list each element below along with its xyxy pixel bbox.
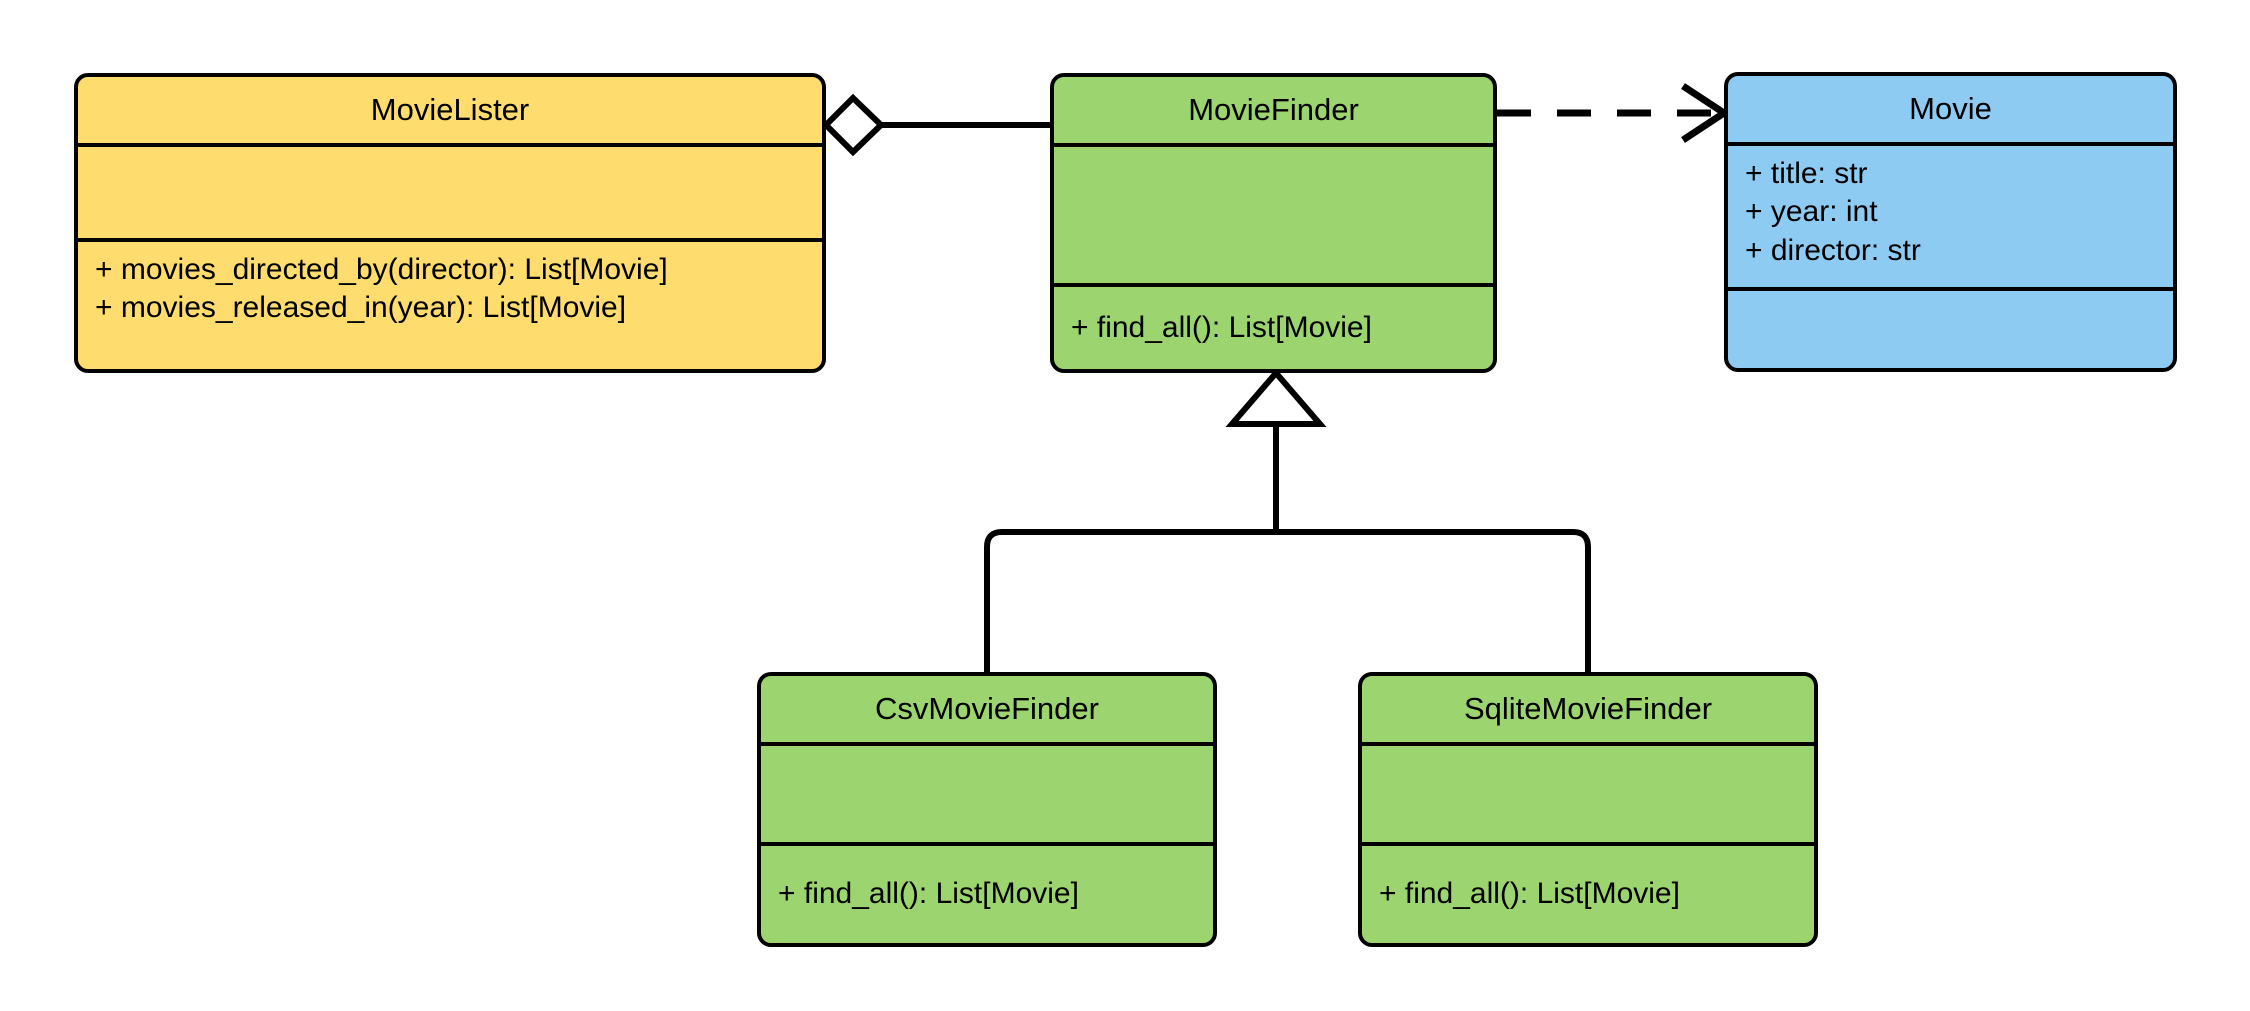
connector-aggregation-lister-finder[interactable] <box>821 93 1050 157</box>
class-attribute: + year: int <box>1745 195 1878 229</box>
class-methods-compartment <box>1728 291 2173 368</box>
class-attributes-compartment <box>78 147 822 242</box>
generalization-branch-sqlite <box>1276 529 1591 672</box>
open-arrowhead-icon <box>1681 83 1731 143</box>
class-name-label: CsvMovieFinder <box>875 690 1099 726</box>
class-method: + find_all(): List[Movie] <box>1379 877 1680 911</box>
class-name-label: Movie <box>1909 90 1992 126</box>
class-methods-compartment: + find_all(): List[Movie] <box>1362 846 1814 943</box>
class-name-compartment: SqliteMovieFinder <box>1362 676 1814 746</box>
connector-dependency-finder-movie[interactable] <box>1497 83 1731 143</box>
class-method: + find_all(): List[Movie] <box>1071 310 1372 344</box>
class-methods-compartment: + find_all(): List[Movie] <box>761 846 1213 943</box>
class-name-label: SqliteMovieFinder <box>1463 690 1713 726</box>
connector-generalization-tree[interactable] <box>984 368 1591 672</box>
class-attributes-compartment <box>1362 746 1814 846</box>
hollow-diamond-icon <box>821 93 886 157</box>
class-box-movie-lister[interactable]: MovieLister + movies_directed_by(directo… <box>74 73 826 373</box>
class-method: + movies_directed_by(director): List[Mov… <box>95 253 668 286</box>
class-name-compartment: CsvMovieFinder <box>761 676 1213 746</box>
class-method: + find_all(): List[Movie] <box>778 877 1079 911</box>
class-attributes-compartment <box>1054 147 1493 287</box>
class-box-movie-finder[interactable]: MovieFinder + find_all(): List[Movie] <box>1050 73 1497 373</box>
class-name-compartment: MovieLister <box>78 77 822 147</box>
class-name-compartment: Movie <box>1728 76 2173 146</box>
hollow-triangle-icon <box>1225 368 1327 427</box>
class-attribute: + title: str <box>1745 157 1868 190</box>
class-box-csv-movie-finder[interactable]: CsvMovieFinder + find_all(): List[Movie] <box>757 672 1217 947</box>
generalization-branch-csv <box>984 529 1276 672</box>
class-name-label: MovieLister <box>370 91 530 127</box>
class-box-sqlite-movie-finder[interactable]: SqliteMovieFinder + find_all(): List[Mov… <box>1358 672 1818 947</box>
class-methods-compartment: + find_all(): List[Movie] <box>1054 287 1493 369</box>
class-box-movie[interactable]: Movie + title: str + year: int + directo… <box>1724 72 2177 372</box>
class-name-label: MovieFinder <box>1188 91 1359 127</box>
class-method: + movies_released_in(year): List[Movie] <box>95 291 627 325</box>
class-attributes-compartment: + title: str + year: int + director: str <box>1728 146 2173 291</box>
class-attribute: + director: str <box>1745 233 1921 267</box>
class-attributes-compartment <box>761 746 1213 846</box>
class-methods-compartment: + movies_directed_by(director): List[Mov… <box>78 242 822 369</box>
class-name-compartment: MovieFinder <box>1054 77 1493 147</box>
